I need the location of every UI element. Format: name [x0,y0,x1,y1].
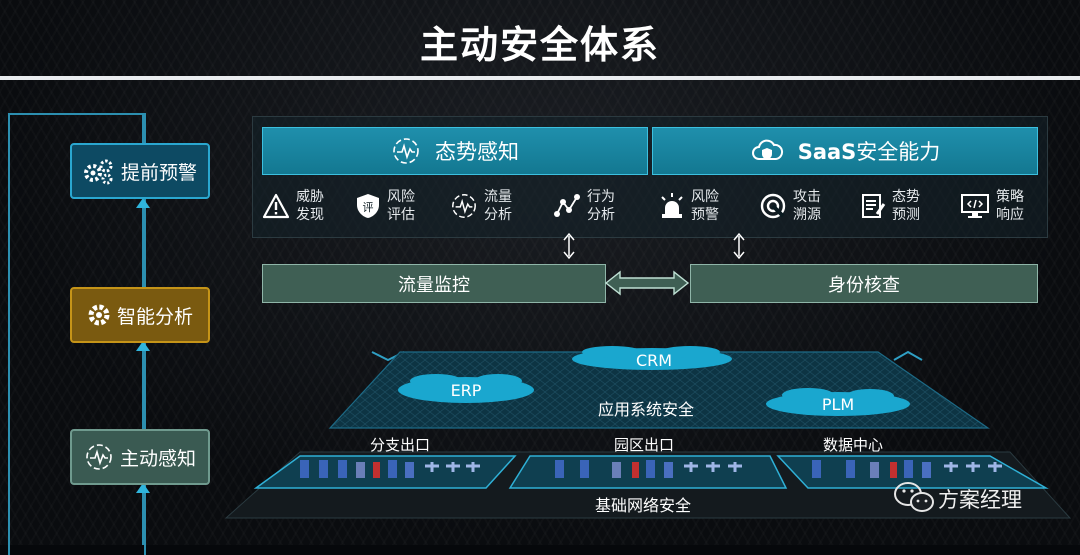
header-situational-awareness: 态势感知 [262,127,648,175]
feature-label-1: 态势 [892,189,920,205]
nodes-icon [554,194,580,217]
step-early-warning: 提前预警 [70,143,210,199]
gears-icon [83,159,113,185]
feature-label-1: 风险 [691,189,719,205]
flow-connector-1 [142,205,144,287]
feature-label-2: 预测 [892,207,920,223]
feature-threat-discovery: 威胁发现 [262,188,324,224]
cloud-plm [766,388,910,416]
flow-connector-3 [142,490,144,545]
shield-glyph: 评 [363,201,374,214]
arrow-up-icon [136,483,150,493]
title-underline [0,76,1080,80]
zone-label-branch: 分支出口 [370,436,431,454]
feature-label-1: 流量 [484,189,512,205]
traffic-monitoring-box: 流量监控 [262,264,606,303]
feature-label-2: 分析 [484,207,512,223]
feature-label-2: 预警 [691,207,719,223]
feature-label-1: 行为 [587,189,615,205]
device-icons [300,460,1002,478]
wechat-icon [894,482,934,512]
zone-label-campus: 园区出口 [614,436,675,454]
step-label: 主动感知 [119,447,196,470]
header-label: 态势感知 [435,140,519,164]
monitor-code-icon [961,194,989,218]
pulse-icon [393,138,419,164]
app-layer-label: 应用系统安全 [598,400,695,419]
arrow-up-icon [136,341,150,351]
cloud-crm [572,346,732,370]
clipboard-icon [862,194,886,218]
double-arrow-vertical-icon [563,232,575,260]
cloud-label-crm: CRM [635,351,673,370]
cloud-label-erp: ERP [450,381,482,400]
feature-label-2: 响应 [996,207,1024,223]
shield-icon: 评 [357,194,379,218]
zone-label-datacenter: 数据中心 [823,436,884,454]
feature-label-1: 威胁 [296,189,324,205]
feature-label-2: 发现 [296,207,324,223]
step-active-sensing: 主动感知 [70,429,210,485]
double-arrow-horizontal-icon [604,270,690,296]
feature-traffic-analysis: 流量分析 [450,188,512,224]
feature-risk-assessment: 评 风险评估 [355,188,415,224]
zone-branch-platform [253,455,517,489]
feature-label-2: 分析 [587,207,615,223]
flow-connector-2 [142,348,144,429]
feature-label-1: 策略 [996,189,1024,205]
feature-attack-tracing: 攻击溯源 [759,188,821,224]
feature-policy-response: 策略响应 [960,188,1024,224]
identity-verification-box: 身份核查 [690,264,1038,303]
arrow-up-icon [136,198,150,208]
header-label: 安全能力 [856,140,941,164]
flow-connector-top [142,113,144,143]
pulse-circle-icon [452,194,476,218]
feature-risk-warning: 风险预警 [659,188,719,224]
alarm-light-icon [661,193,683,218]
watermark-text: 方案经理 [938,488,1022,512]
chevron-up-icon [893,350,923,361]
target-icon [760,193,786,219]
step-label: 智能分析 [116,305,193,328]
pulse-icon [86,444,112,470]
double-arrow-vertical-icon [733,232,745,260]
feature-label-2: 溯源 [793,207,821,223]
feature-label-1: 风险 [387,189,415,205]
step-smart-analysis: 智能分析 [70,287,210,343]
cloud-label-plm: PLM [821,395,855,414]
gear-icon [88,304,110,326]
warning-icon [262,193,290,219]
feature-label-1: 攻击 [793,189,821,205]
network-layer-label: 基础网络安全 [595,496,692,515]
feature-label-2: 评估 [387,207,415,223]
feature-situation-prediction: 态势预测 [860,188,920,224]
header-saas-security: SaaS安全能力 [652,127,1038,175]
cloud-shield-icon [751,139,783,160]
feature-behavior-analysis: 行为分析 [553,188,615,224]
cloud-erp [398,374,534,403]
step-label: 提前预警 [120,161,197,184]
header-saas-text: SaaS [797,140,857,164]
page-title: 主动安全体系 [419,23,660,67]
